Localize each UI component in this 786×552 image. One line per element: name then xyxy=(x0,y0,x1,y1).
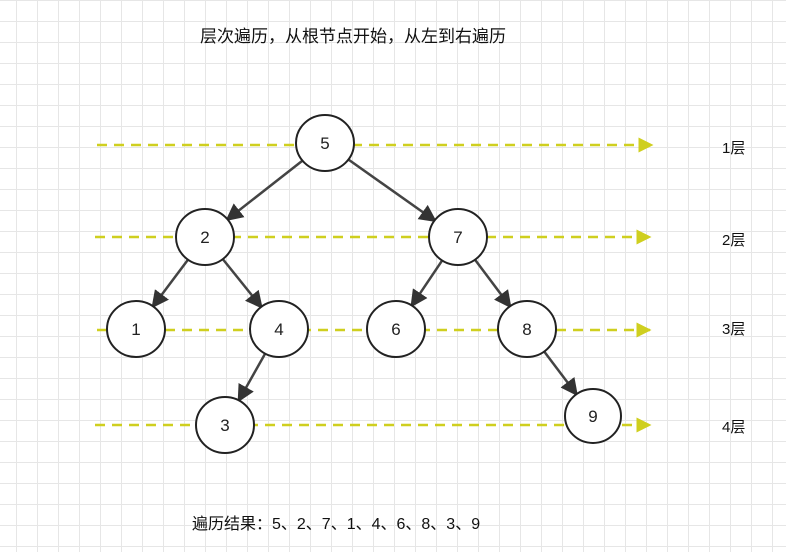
node-label: 5 xyxy=(320,134,329,153)
node-circle xyxy=(175,208,235,266)
node-1: 1 xyxy=(106,300,166,358)
node-circle xyxy=(195,396,255,454)
traversal-result: 遍历结果：5、2、7、1、4、6、8、3、9 xyxy=(192,516,481,533)
edge-7-to-6 xyxy=(410,259,444,308)
node-label: 2 xyxy=(200,228,209,247)
node-circle xyxy=(564,388,622,444)
level-label-4: 4层 xyxy=(722,419,746,436)
node-label: 1 xyxy=(131,320,140,339)
node-5: 5 xyxy=(295,114,355,172)
level-label-2: 2层 xyxy=(722,232,746,249)
edge-7-to-8 xyxy=(473,258,512,309)
node-7: 7 xyxy=(428,208,488,266)
edge-5-to-2 xyxy=(225,159,305,222)
node-3: 3 xyxy=(195,396,255,454)
node-circle xyxy=(428,208,488,266)
node-circle xyxy=(106,300,166,358)
edge-2-to-1 xyxy=(151,258,190,309)
node-9: 9 xyxy=(564,388,622,444)
edge-2-to-4 xyxy=(221,257,263,309)
diagram-title: 层次遍历，从根节点开始，从左到右遍历 xyxy=(200,27,506,46)
node-8: 8 xyxy=(497,300,557,358)
node-circle xyxy=(497,300,557,358)
node-label: 6 xyxy=(391,320,400,339)
node-label: 7 xyxy=(453,228,462,247)
node-4: 4 xyxy=(249,300,309,358)
node-label: 8 xyxy=(522,320,531,339)
node-6: 6 xyxy=(366,300,426,358)
edge-4-to-3 xyxy=(237,352,267,403)
level-label-1: 1层 xyxy=(722,140,746,157)
node-label: 3 xyxy=(220,416,229,435)
node-label: 9 xyxy=(588,407,597,426)
node-circle xyxy=(295,114,355,172)
edge-5-to-7 xyxy=(346,157,437,223)
level-label-3: 3层 xyxy=(722,321,746,338)
node-circle xyxy=(249,300,309,358)
node-2: 2 xyxy=(175,208,235,266)
node-label: 4 xyxy=(274,320,283,339)
edge-8-to-9 xyxy=(542,350,578,397)
node-circle xyxy=(366,300,426,358)
